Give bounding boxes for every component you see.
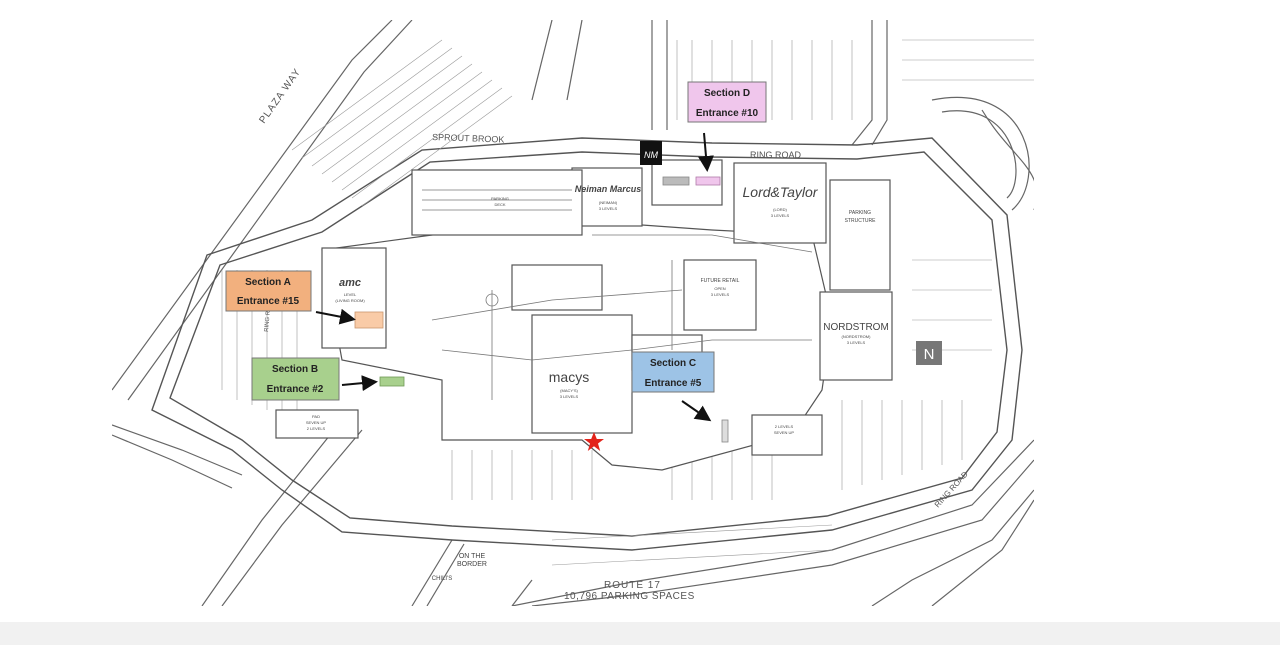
section-b-title: Section B	[272, 364, 318, 375]
nordstrom-detail: (NORDSTROM)	[842, 334, 872, 339]
section-b-callout: Section B Entrance #2	[251, 357, 340, 401]
entrance-marker-d-2	[695, 176, 721, 186]
pad-left-line2: SEVEN UP	[306, 420, 327, 425]
road-label-sprout-brook: SPROUT BROOK	[432, 132, 505, 145]
future-retail-detail: OPEN	[714, 286, 725, 291]
entrance-marker-b	[379, 376, 405, 387]
road-label-route: ROUTE 17	[604, 580, 661, 591]
macys-detail: (MACY'S)	[560, 388, 578, 393]
neiman-marcus-levels: 3 LEVELS	[599, 206, 618, 211]
section-c-callout: Section C Entrance #5	[631, 351, 715, 393]
macys-star-icon	[584, 432, 604, 451]
levels-east-line1: 2 LEVELS	[775, 424, 794, 429]
section-d-title: Section D	[704, 88, 750, 99]
outer-roads	[112, 20, 1034, 606]
amc-name: amc	[339, 277, 361, 289]
section-d-callout: Section D Entrance #10	[687, 81, 767, 123]
entrance-marker-d-1	[662, 176, 690, 186]
parking-spaces-label: 10,796 PARKING SPACES	[564, 591, 695, 602]
lord-taylor-levels: 3 LEVELS	[771, 213, 790, 218]
neiman-marcus-logo-icon: NM	[640, 141, 662, 165]
parking-stripes	[221, 39, 1034, 566]
neiman-marcus-name: Neiman Marcus	[575, 184, 642, 194]
section-c-title: Section C	[650, 358, 696, 369]
section-a-title: Section A	[245, 277, 291, 288]
arrow-d	[698, 132, 714, 172]
lord-taylor-detail: (LORD)	[773, 207, 787, 212]
amc-detail: LEVEL	[344, 292, 357, 297]
arrow-b	[341, 375, 378, 392]
ring-road	[151, 137, 1023, 551]
section-a-entrance: Entrance #15	[237, 296, 300, 307]
entrance-marker-a	[354, 311, 384, 329]
parking-structure-line1: PARKING	[849, 210, 871, 216]
future-retail-levels: 3 LEVELS	[711, 292, 730, 297]
arrow-c	[681, 400, 712, 422]
road-label-ring-road-top: RING ROAD	[750, 150, 802, 160]
entrance-marker-c	[721, 419, 729, 443]
parking-deck-line1: PARKING	[491, 196, 509, 201]
on-the-border-line1: ON THE	[459, 553, 486, 560]
section-d-entrance: Entrance #10	[696, 108, 759, 119]
mall-parking-map: PLAZA WAY SPROUT BROOK RING ROAD RING RO…	[112, 20, 1034, 606]
nordstrom-name: NORDSTROM	[823, 322, 889, 333]
parking-structure-line2: STRUCTURE	[845, 218, 876, 224]
nordstrom-levels: 3 LEVELS	[847, 340, 866, 345]
parking-deck-line2: DECK	[494, 202, 505, 207]
road-label-plaza-way: PLAZA WAY	[257, 67, 303, 126]
map-drawing: PLAZA WAY SPROUT BROOK RING ROAD RING RO…	[112, 20, 1034, 606]
store-labels: Neiman Marcus (NEIMAN) 3 LEVELS Lord&Tay…	[306, 184, 889, 582]
svg-text:N: N	[924, 346, 935, 363]
neiman-marcus-detail: (NEIMAN)	[599, 200, 618, 205]
lord-taylor-name: Lord&Taylor	[743, 184, 819, 200]
road-label-ring-road-left: RING ROAD	[264, 297, 273, 332]
pad-left-line3: 2 LEVELS	[307, 426, 326, 431]
arrow-a	[315, 308, 356, 325]
macys-levels: 3 LEVELS	[560, 394, 579, 399]
pad-left-line1: PAD	[312, 414, 320, 419]
chilis-name: CHILI'S	[432, 576, 452, 582]
section-b-entrance: Entrance #2	[267, 384, 324, 395]
nordstrom-n-icon: N	[916, 341, 942, 365]
mall-corridors	[422, 189, 813, 400]
section-a-callout: Section A Entrance #15	[225, 270, 312, 312]
future-retail-name: FUTURE RETAIL	[701, 278, 740, 284]
amc-detail-2: (LIVING ROOM)	[335, 298, 365, 303]
on-the-border-line2: BORDER	[457, 561, 487, 568]
road-label-ring-road-right: RING ROAD	[933, 469, 970, 509]
macys-name: macys	[549, 369, 589, 385]
levels-east-line2: SEVEN UP	[774, 430, 795, 435]
svg-text:NM: NM	[644, 150, 658, 160]
section-c-entrance: Entrance #5	[645, 378, 702, 389]
entrance-arrows	[315, 132, 714, 422]
page-footer-bar	[0, 622, 1280, 645]
